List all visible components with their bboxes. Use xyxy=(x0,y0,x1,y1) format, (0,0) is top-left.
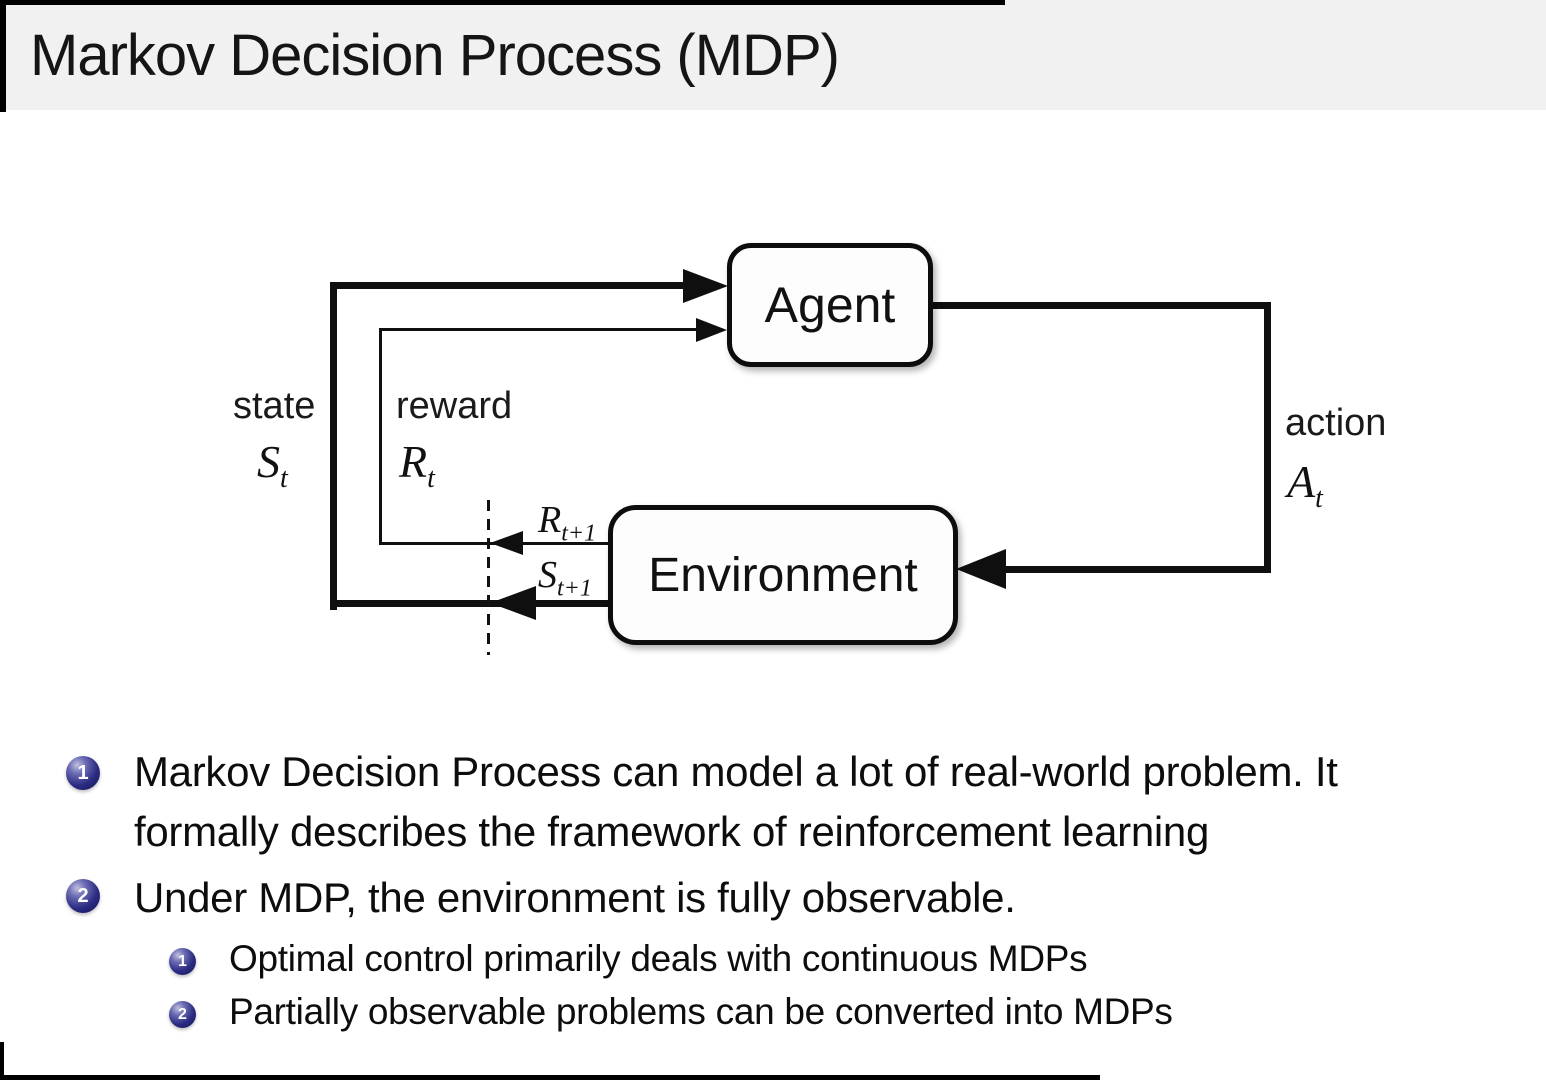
timestep-dashed-line xyxy=(487,500,490,655)
enumerate-ball-1: 1 xyxy=(66,756,100,790)
state-line-bottom xyxy=(330,600,612,607)
enumerate-ball-2-number: 2 xyxy=(77,884,89,907)
sub-bullet-item-1: Optimal control primarily deals with con… xyxy=(229,938,1088,979)
title-band: Markov Decision Process (MDP) xyxy=(0,0,1546,110)
state-arrowhead-at-timestep xyxy=(490,586,536,620)
state-line-top xyxy=(330,282,685,289)
reward-symbol: Rt xyxy=(399,436,435,495)
sub-enumerate-ball-1-number: 1 xyxy=(178,952,187,970)
reward-line-vertical xyxy=(379,328,382,545)
enumerate-ball-1-number: 1 xyxy=(77,761,89,784)
state-line-vertical xyxy=(330,282,337,610)
action-label: action xyxy=(1285,402,1387,444)
frame-artifact-top xyxy=(0,0,1005,5)
bullet-item-1: Markov Decision Process can model a lot … xyxy=(134,742,1338,862)
action-symbol: At xyxy=(1287,456,1323,515)
reward-arrowhead-at-timestep xyxy=(490,531,523,555)
agent-label: Agent xyxy=(764,277,896,333)
reward-line-top xyxy=(379,328,699,331)
enumerate-ball-2: 2 xyxy=(66,879,100,913)
state-label: state xyxy=(233,385,316,427)
next-reward-symbol: Rt+1 xyxy=(538,499,597,547)
bullet-item-1-line-2: formally describes the framework of rein… xyxy=(134,808,1210,855)
action-arrowhead-into-environment xyxy=(956,549,1006,589)
state-symbol: St xyxy=(257,436,288,495)
bullet-item-1-line-1: Markov Decision Process can model a lot … xyxy=(134,748,1338,795)
action-line-bottom xyxy=(1004,566,1271,573)
frame-artifact-left xyxy=(0,0,6,112)
frame-artifact-bottom xyxy=(0,1075,1100,1080)
sub-enumerate-ball-2-number: 2 xyxy=(178,1005,187,1023)
agent-box: Agent xyxy=(727,243,933,367)
reward-label: reward xyxy=(396,385,513,427)
page-title: Markov Decision Process (MDP) xyxy=(30,23,840,88)
action-line-top xyxy=(931,302,1271,309)
bullet-item-2: Under MDP, the environment is fully obse… xyxy=(134,874,1016,921)
sub-enumerate-ball-1: 1 xyxy=(169,948,196,975)
sub-enumerate-ball-2: 2 xyxy=(169,1001,196,1028)
environment-box: Environment xyxy=(608,505,958,645)
environment-label: Environment xyxy=(648,548,918,602)
next-state-symbol: St+1 xyxy=(538,554,592,602)
sub-bullet-item-2: Partially observable problems can be con… xyxy=(229,991,1173,1032)
action-line-vertical xyxy=(1264,302,1271,573)
state-arrowhead-into-agent xyxy=(683,269,728,303)
frame-artifact-bottom-left xyxy=(0,1042,4,1080)
reward-arrowhead-into-agent xyxy=(696,318,727,342)
